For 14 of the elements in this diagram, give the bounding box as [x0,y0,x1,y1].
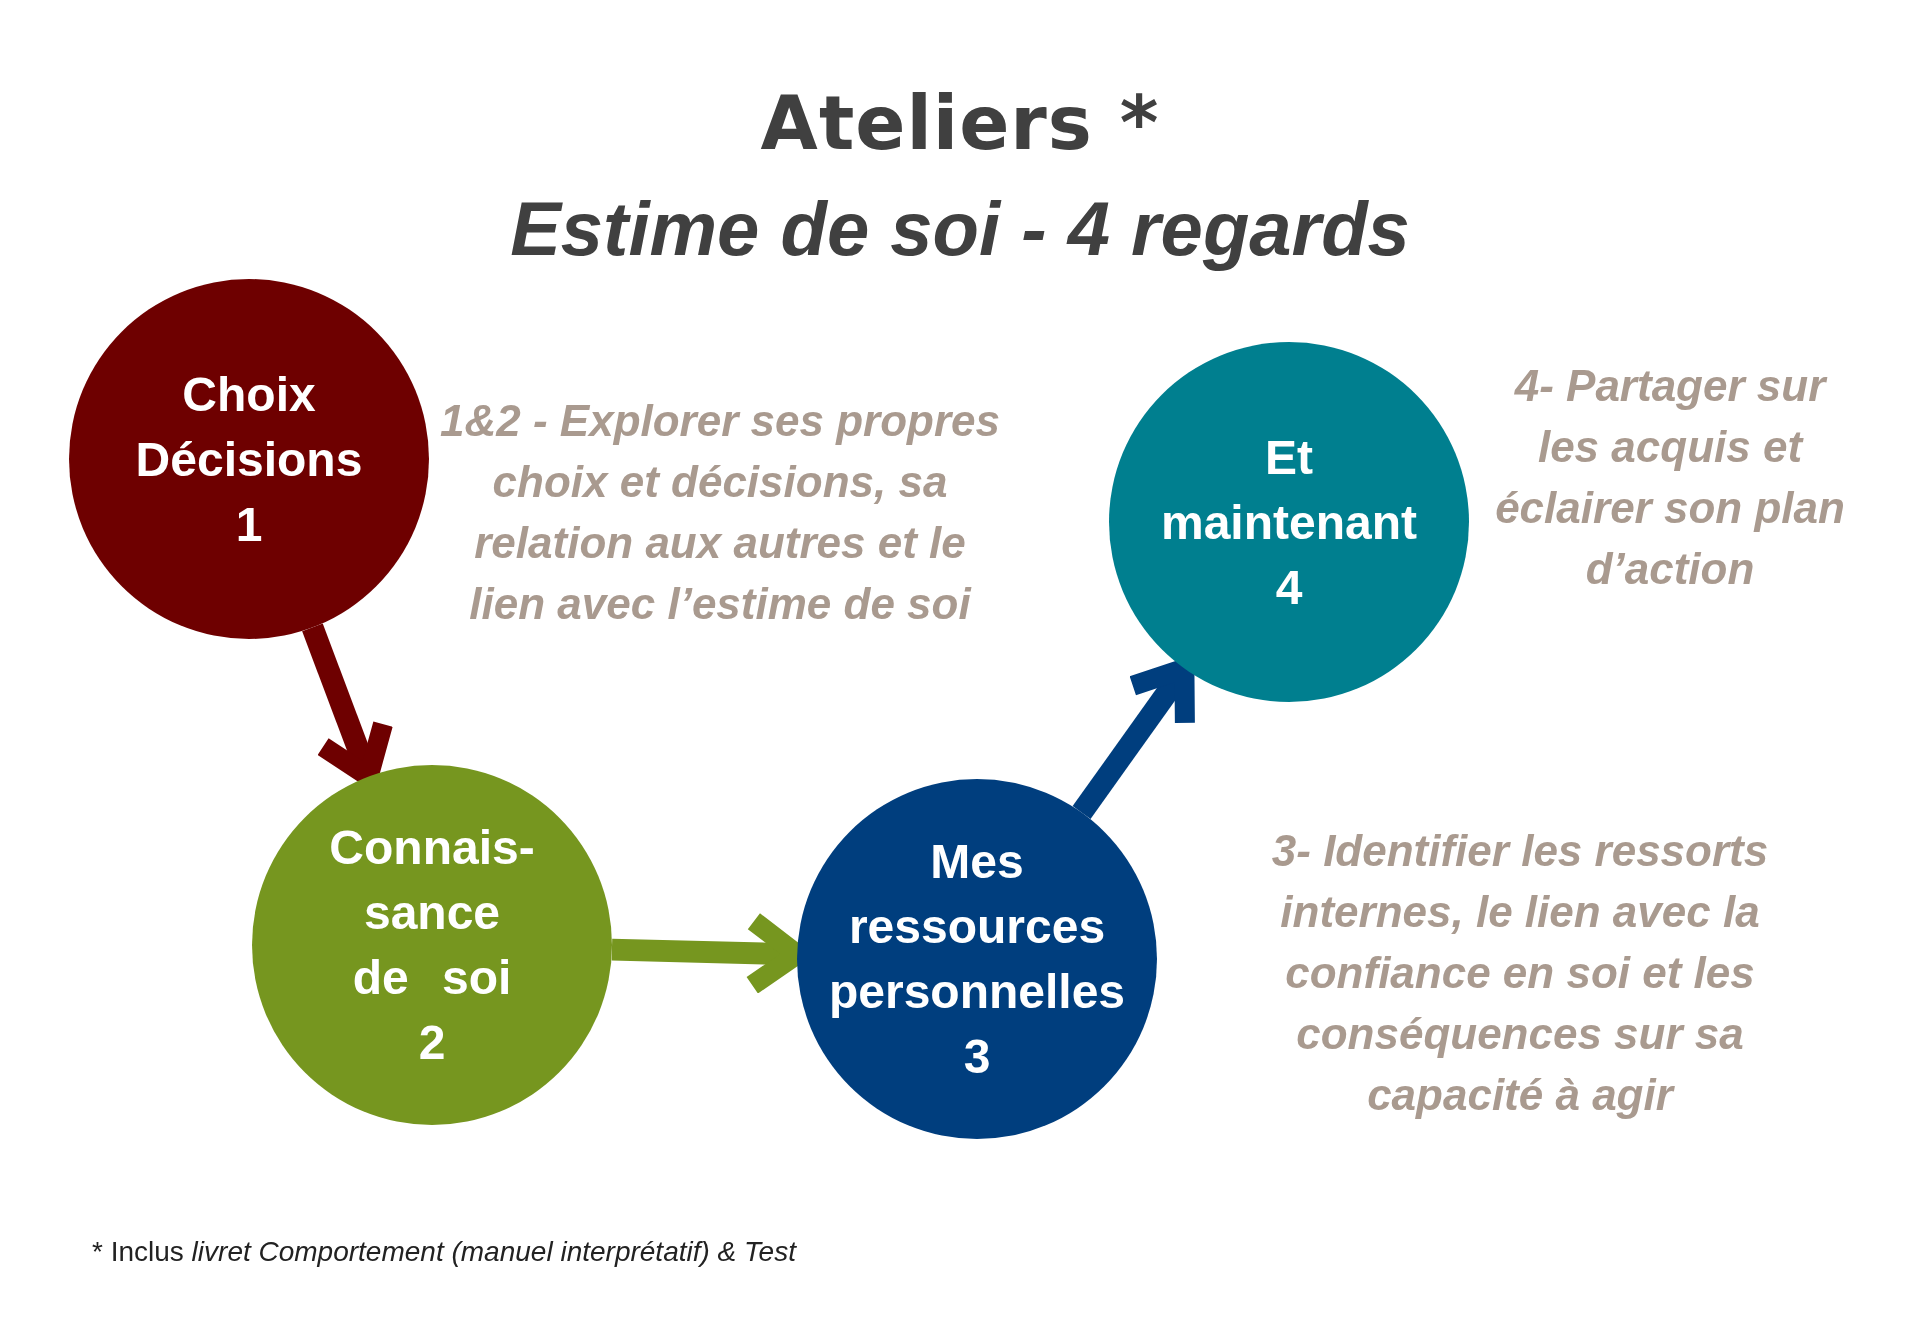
step-number: 2 [418,1015,446,1071]
step-description: 1&2 - Explorer ses propres choix et décisions, sa relation aux autres et le lien avec l’estime de soi [440,395,1000,630]
step-description: 4- Partager sur les acquis et éclairer son plan d’action [1494,360,1846,595]
step-number: 1 [235,496,263,553]
node-label: Et maintenant [1160,429,1418,551]
step-description: 3- Identifier les ressorts internes, le lien avec la confiance en soi et les conséquences sur sa capacité à agir [1270,825,1770,1121]
step-number: 3 [963,1029,991,1085]
step-number: 4 [1275,559,1303,616]
title: Ateliers * [759,80,1161,166]
node-label: Mes ressources personnelles [827,834,1127,1020]
node-label: Choix Décisions [134,366,364,488]
footnote: * Inclus livret Comportement (manuel interprétatif) & Test [92,1236,796,1268]
subtitle: Estime de soi - 4 regards [509,185,1411,272]
node-label: Connais- sance de soi [328,820,536,1006]
